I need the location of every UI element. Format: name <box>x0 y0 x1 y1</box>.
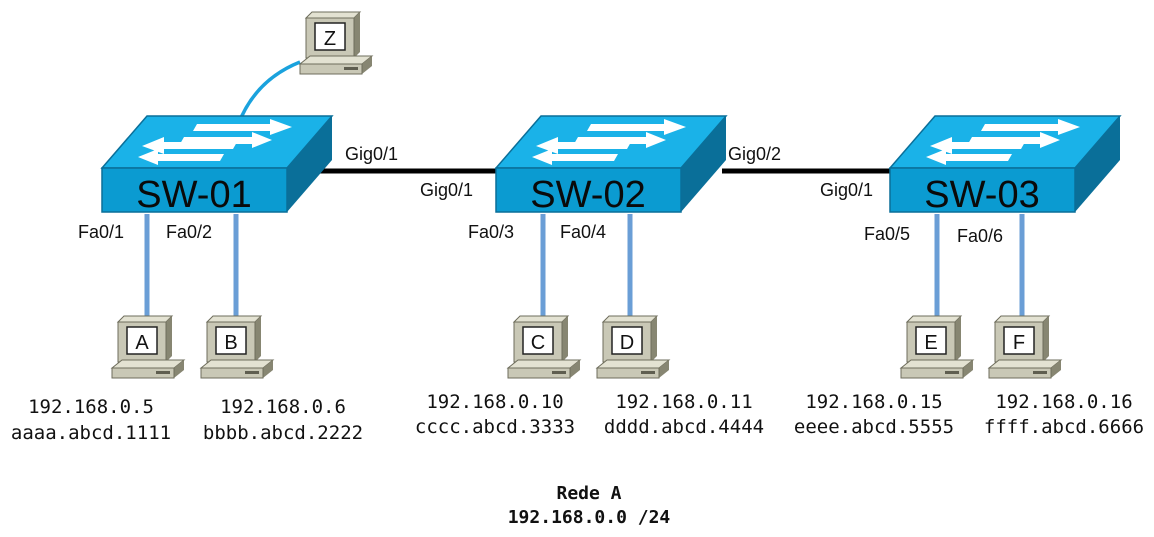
pc-label: C <box>531 332 545 354</box>
trunk-link-sw01-sw02: Gig0/1 Gig0/1 <box>318 144 498 200</box>
ip-address-a: 192.168.0.5 <box>28 396 154 418</box>
port-label-fa01: Fa0/1 <box>78 222 124 242</box>
switch-sw-01: SW-01 <box>101 115 333 216</box>
ip-address-c: 192.168.0.10 <box>426 391 563 413</box>
ip-address-b: 192.168.0.6 <box>220 396 346 418</box>
port-label-fa06: Fa0/6 <box>957 226 1003 246</box>
port-label-fa02: Fa0/2 <box>166 222 212 242</box>
pc-b: B <box>200 315 274 379</box>
network-name: Rede A <box>556 483 621 504</box>
pc-label: B <box>224 332 237 354</box>
pc-label: D <box>620 332 634 354</box>
access-links <box>144 214 1025 316</box>
host-addresses: 192.168.0.5 aaaa.abcd.1111 192.168.0.6 b… <box>11 391 1144 444</box>
pc-e: E <box>900 315 974 379</box>
switch-label: SW-02 <box>530 174 645 216</box>
port-label-fa03: Fa0/3 <box>468 222 514 242</box>
switch-sw-03: SW-03 <box>889 115 1121 216</box>
mac-address-c: cccc.abcd.3333 <box>415 416 575 438</box>
mac-address-d: dddd.abcd.4444 <box>604 416 764 438</box>
mac-address-e: eeee.abcd.5555 <box>794 416 954 438</box>
switch-label: SW-03 <box>924 174 1039 216</box>
pc-label: E <box>924 332 937 354</box>
port-label-fa04: Fa0/4 <box>560 222 606 242</box>
mac-address-b: bbbb.abcd.2222 <box>203 422 363 444</box>
pc-c: C <box>507 315 581 379</box>
switch-label: SW-01 <box>136 174 251 216</box>
trunk-link-sw02-sw03: Gig0/2 Gig0/1 <box>722 144 893 200</box>
pc-label: F <box>1013 332 1025 354</box>
ip-address-e: 192.168.0.15 <box>805 391 942 413</box>
pc-z: Z <box>299 11 373 75</box>
pc-label: Z <box>324 28 336 50</box>
mac-address-f: ffff.abcd.6666 <box>984 416 1144 438</box>
pc-a: A <box>111 315 185 379</box>
port-label-sw02-gig-right: Gig0/2 <box>728 144 781 164</box>
network-subnet: 192.168.0.0 /24 <box>508 507 671 528</box>
port-label-sw03-gig: Gig0/1 <box>820 180 873 200</box>
mac-address-a: aaaa.abcd.1111 <box>11 422 171 444</box>
port-label-sw01-gig: Gig0/1 <box>345 144 398 164</box>
pc-d: D <box>596 315 670 379</box>
ip-address-d: 192.168.0.11 <box>615 391 752 413</box>
ip-address-f: 192.168.0.16 <box>995 391 1132 413</box>
pc-f: F <box>988 315 1062 379</box>
port-label-sw02-gig-left: Gig0/1 <box>420 180 473 200</box>
pc-label: A <box>135 332 149 354</box>
port-label-fa05: Fa0/5 <box>864 224 910 244</box>
switch-sw-02: SW-02 <box>495 115 727 216</box>
